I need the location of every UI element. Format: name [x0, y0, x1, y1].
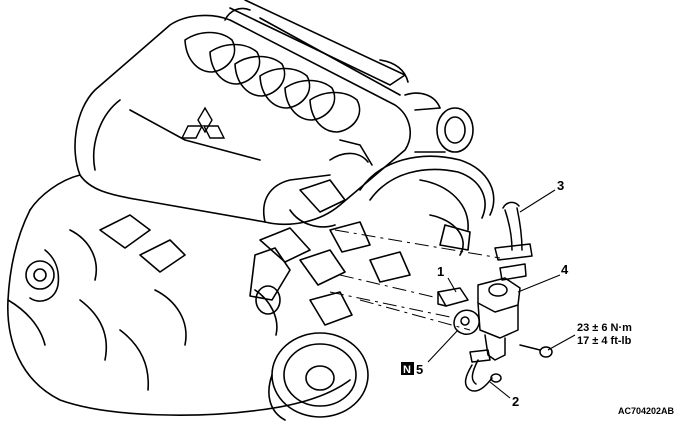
egr-valve-illustration — [437, 201, 553, 392]
torque-metric: 23 ± 6 N·m — [577, 322, 632, 334]
torque-imperial: 17 ± 4 ft-lb — [577, 335, 632, 347]
callout-5: 5 — [416, 362, 423, 377]
mitsubishi-logo-icon — [180, 106, 226, 139]
engine-illustration — [7, 0, 495, 421]
callout-1: 1 — [437, 264, 444, 279]
leader-lines — [427, 189, 576, 399]
figure-id: AC704202AB — [618, 406, 675, 416]
n-badge: N — [401, 362, 414, 376]
callout-3: 3 — [557, 178, 564, 193]
callout-4: 4 — [561, 262, 569, 277]
callout-2: 2 — [512, 394, 519, 409]
alignment-lines — [329, 229, 501, 331]
n-badge-label: N — [403, 364, 411, 376]
